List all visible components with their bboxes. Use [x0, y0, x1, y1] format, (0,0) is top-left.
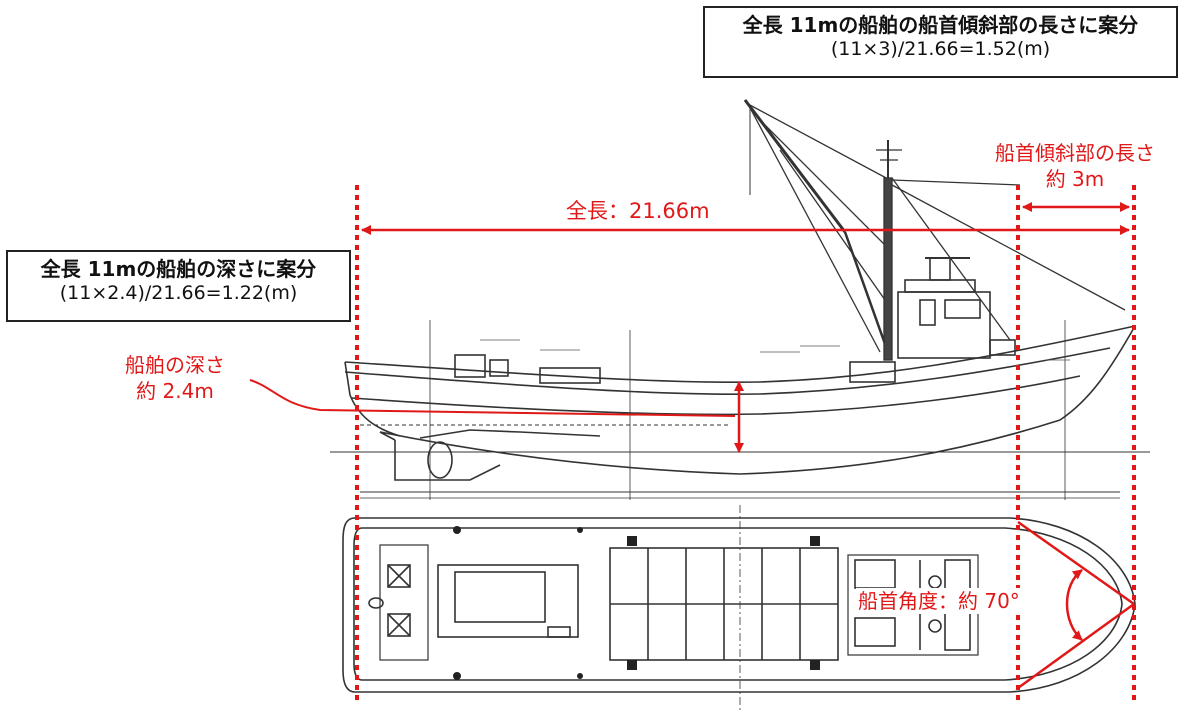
overall-length-label: 全長：21.66m — [560, 198, 716, 226]
bow-scaling-note-box: 全長 11mの船舶の船首傾斜部の長さに案分 (11×3)/21.66=1.52(… — [703, 6, 1178, 78]
depth-leader-line — [249, 379, 736, 417]
bow-slope-length-title: 船首傾斜部の長さ — [995, 141, 1155, 165]
depth-scaling-note-formula: (11×2.4)/21.66=1.22(m) — [59, 282, 298, 304]
depth-scaling-note-title: 全長 11mの船舶の深さに案分 — [40, 257, 317, 281]
bow-angle-lines — [1017, 520, 1135, 690]
bow-scaling-note-formula: (11×3)/21.66=1.52(m) — [830, 38, 1051, 60]
deck-fittings — [453, 526, 820, 680]
bow-angle-arc — [1065, 569, 1083, 641]
bow-slope-length-label: 船首傾斜部の長さ 約 3m — [975, 140, 1175, 192]
side-view-hull — [330, 257, 1150, 500]
depth-label: 船舶の深さ 約 2.4m — [100, 352, 250, 404]
plan-view-hull — [342, 505, 1136, 710]
bow-scaling-note-title: 全長 11mの船舶の船首傾斜部の長さに案分 — [742, 13, 1139, 37]
drawing-callouts — [480, 339, 1070, 361]
depth-scaling-note-box: 全長 11mの船舶の深さに案分 (11×2.4)/21.66=1.22(m) — [6, 250, 351, 322]
depth-value: 約 2.4m — [136, 379, 214, 403]
bow-angle-label: 船首角度：約 70° — [856, 588, 1022, 614]
depth-title: 船舶の深さ — [125, 353, 225, 377]
bow-slope-length-value: 約 3m — [1045, 167, 1105, 191]
